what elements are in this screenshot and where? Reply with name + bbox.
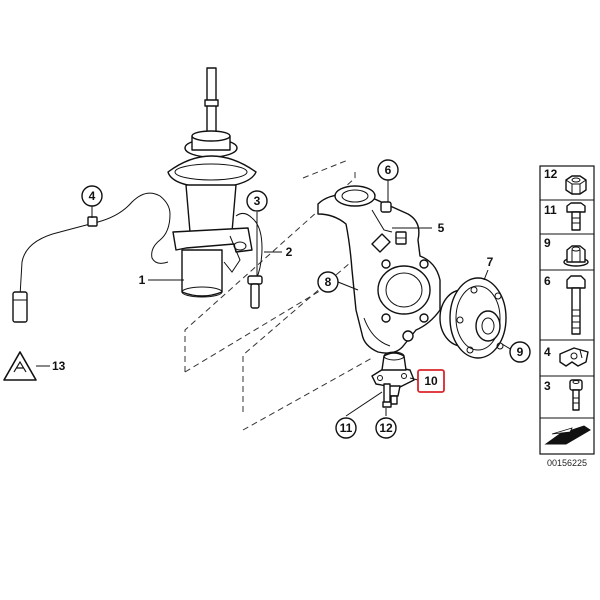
- cable-clip-icon: [559, 347, 589, 367]
- callout-10-highlight: [417, 369, 445, 393]
- callout-8: 8: [325, 275, 332, 289]
- legend-num-4: 4: [544, 345, 551, 359]
- hex-bolt-short-icon: [566, 202, 586, 231]
- callout-1: 1: [139, 273, 146, 287]
- wheel-hub: [439, 277, 507, 359]
- legend-num-3: 3: [544, 379, 551, 393]
- hex-nut-icon: [565, 175, 587, 195]
- legend-num-11: 11: [544, 203, 557, 217]
- callout-3: 3: [254, 194, 261, 208]
- direction-arrow-icon: [544, 425, 591, 445]
- callout-5: 5: [438, 221, 445, 235]
- callout-10: 10: [424, 374, 438, 388]
- callout-7: 7: [487, 255, 494, 269]
- steering-knuckle: [317, 185, 441, 354]
- legend-num-6: 6: [544, 274, 551, 288]
- ball-joint: [371, 351, 415, 408]
- callout-6: 6: [385, 163, 392, 177]
- hex-bolt-long-icon: [566, 275, 586, 335]
- abs-sensor-cable: [12, 192, 263, 323]
- strut-assembly: [167, 67, 257, 298]
- flange-nut-icon: [563, 245, 589, 267]
- callout-9: 9: [517, 345, 524, 359]
- callouts: 1 2 3 4 5 6 7 8 9 10 11 12: [3, 159, 531, 439]
- callout-11: 11: [340, 421, 353, 435]
- socket-screw-icon: [569, 379, 583, 411]
- callout-13: 13: [52, 359, 66, 373]
- document-number: 00156225: [547, 458, 587, 468]
- warning-triangle-icon: [3, 351, 37, 381]
- legend-num-9: 9: [544, 236, 551, 250]
- legend-num-12: 12: [544, 167, 558, 181]
- callout-12: 12: [379, 421, 393, 435]
- fastener-legend: 12 11 9 6: [539, 165, 595, 455]
- leader-lines: [91, 180, 513, 417]
- callout-2: 2: [286, 245, 293, 259]
- callout-4: 4: [89, 189, 96, 203]
